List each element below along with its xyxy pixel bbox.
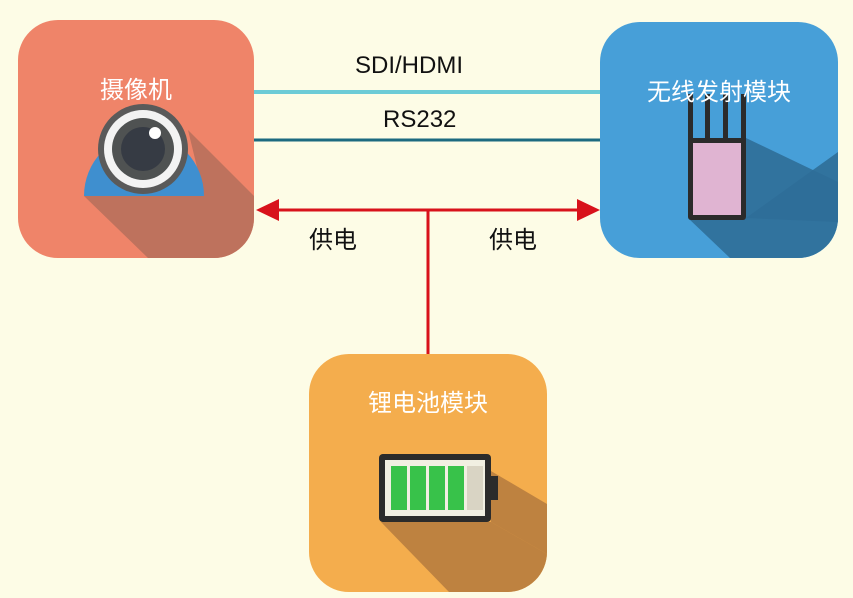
antenna-transmitter-icon	[688, 94, 838, 258]
wireless-title: 无线发射模块	[647, 78, 791, 106]
battery-cell-empty	[467, 466, 483, 510]
wireless-node: 无线发射模块	[600, 22, 838, 258]
battery-title: 锂电池模块	[368, 389, 488, 417]
battery-cells	[391, 466, 483, 510]
power-arrow-left	[256, 199, 279, 221]
power-arrow-right	[577, 199, 600, 221]
battery-cell-filled	[391, 466, 407, 510]
camera-title: 摄像机	[100, 76, 172, 104]
camera-icon	[84, 104, 254, 258]
camera-node: 摄像机	[18, 20, 254, 258]
battery-icon	[379, 454, 547, 592]
rs232-label: RS232	[383, 106, 457, 133]
battery-node: 锂电池模块	[309, 354, 547, 592]
battery-cell-filled	[448, 466, 464, 510]
sdi-hdmi-label: SDI/HDMI	[355, 52, 463, 79]
power-label-left: 供电	[309, 227, 357, 254]
power-label-right: 供电	[489, 227, 537, 254]
battery-cell-filled	[410, 466, 426, 510]
power-lines	[256, 199, 600, 354]
battery-cell-filled	[429, 466, 445, 510]
